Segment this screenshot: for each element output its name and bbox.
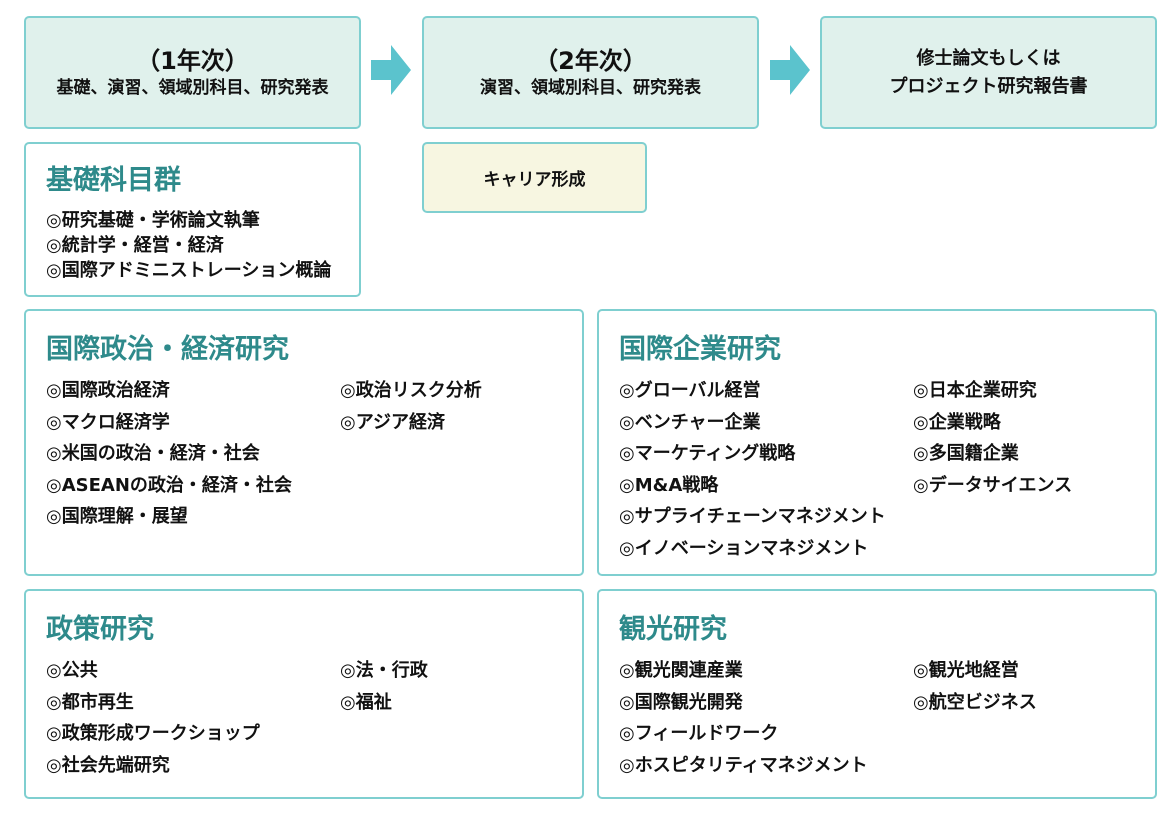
- list-item: ◎フィールドワーク: [619, 723, 779, 744]
- list-item: ◎都市再生: [46, 691, 134, 713]
- career-box: キャリア形成: [422, 142, 647, 213]
- section-col2: ◎観光地経営 ◎航空ビジネス: [913, 655, 1037, 781]
- stage-year2: （2年次） 演習、領域別科目、研究発表: [422, 16, 759, 129]
- section-col1: ◎グローバル経営 ◎ベンチャー企業 ◎マーケティング戦略 ◎M&A戦略 ◎サプラ…: [619, 375, 913, 564]
- section-col2: ◎法・行政 ◎福祉: [340, 655, 428, 781]
- list-item: ◎国際アドミニストレーション概論: [46, 260, 332, 281]
- list-item: ◎ASEANの政治・経済・社会: [46, 474, 292, 496]
- list-item: ◎サプライチェーンマネジメント: [619, 506, 886, 527]
- stage-year1-title: （1年次）: [136, 46, 249, 75]
- list-item: ◎公共: [46, 660, 98, 681]
- section-col1: ◎公共 ◎都市再生 ◎政策形成ワークショップ ◎社会先端研究: [46, 655, 340, 781]
- list-item: ◎福祉: [340, 691, 392, 713]
- list-item: ◎M&A戦略: [619, 474, 719, 496]
- list-item: ◎政治リスク分析: [340, 380, 482, 401]
- list-item: ◎ベンチャー企業: [619, 411, 761, 433]
- list-item: ◎多国籍企業: [913, 443, 1019, 464]
- list-item: ◎企業戦略: [913, 411, 1001, 433]
- list-item: ◎国際理解・展望: [46, 506, 188, 527]
- section-title: 国際政治・経済研究: [46, 334, 289, 365]
- list-item: ◎アジア経済: [340, 411, 445, 433]
- list-item: ◎観光関連産業: [619, 660, 743, 681]
- section-col1: ◎国際政治経済 ◎マクロ経済学 ◎米国の政治・経済・社会 ◎ASEANの政治・経…: [46, 375, 340, 533]
- foundation-list: ◎研究基礎・学術論文執筆 ◎統計学・経営・経済 ◎国際アドミニストレーション概論: [46, 208, 331, 283]
- stage-year1-subtitle: 基礎、演習、領域別科目、研究発表: [56, 77, 329, 98]
- list-item: ◎データサイエンス: [913, 474, 1073, 496]
- section-col2: ◎日本企業研究 ◎企業戦略 ◎多国籍企業 ◎データサイエンス: [913, 375, 1072, 564]
- section-international-business: 国際企業研究 ◎グローバル経営 ◎ベンチャー企業 ◎マーケティング戦略 ◎M&A…: [597, 309, 1157, 576]
- stage-year1: （1年次） 基礎、演習、領域別科目、研究発表: [24, 16, 361, 129]
- stage-year2-subtitle: 演習、領域別科目、研究発表: [480, 77, 701, 98]
- list-item: ◎統計学・経営・経済: [46, 235, 224, 256]
- career-label: キャリア形成: [483, 170, 586, 190]
- stage-final-title: 修士論文もしくは プロジェクト研究報告書: [889, 47, 1088, 97]
- list-item: ◎ホスピタリティマネジメント: [619, 754, 868, 776]
- section-title: 観光研究: [619, 614, 727, 645]
- list-item: ◎イノベーションマネジメント: [619, 537, 869, 559]
- list-item: ◎マーケティング戦略: [619, 443, 796, 464]
- foundation-title: 基礎科目群: [46, 165, 181, 196]
- section-title: 国際企業研究: [619, 334, 781, 365]
- stage-final: 修士論文もしくは プロジェクト研究報告書: [820, 16, 1157, 129]
- list-item: ◎国際観光開発: [619, 691, 743, 713]
- section-col2: ◎政治リスク分析 ◎アジア経済: [340, 375, 482, 533]
- list-item: ◎法・行政: [340, 660, 428, 681]
- section-col1: ◎観光関連産業 ◎国際観光開発 ◎フィールドワーク ◎ホスピタリティマネジメント: [619, 655, 913, 781]
- section-columns: ◎公共 ◎都市再生 ◎政策形成ワークショップ ◎社会先端研究 ◎法・行政 ◎福祉: [46, 655, 572, 781]
- section-columns: ◎国際政治経済 ◎マクロ経済学 ◎米国の政治・経済・社会 ◎ASEANの政治・経…: [46, 375, 572, 533]
- section-politics-economics: 国際政治・経済研究 ◎国際政治経済 ◎マクロ経済学 ◎米国の政治・経済・社会 ◎…: [24, 309, 584, 576]
- list-item: ◎国際政治経済: [46, 380, 170, 401]
- section-columns: ◎観光関連産業 ◎国際観光開発 ◎フィールドワーク ◎ホスピタリティマネジメント…: [619, 655, 1145, 781]
- list-item: ◎航空ビジネス: [913, 691, 1037, 713]
- list-item: ◎米国の政治・経済・社会: [46, 443, 260, 464]
- list-item: ◎グローバル経営: [619, 380, 761, 401]
- section-columns: ◎グローバル経営 ◎ベンチャー企業 ◎マーケティング戦略 ◎M&A戦略 ◎サプラ…: [619, 375, 1145, 564]
- list-item: ◎日本企業研究: [913, 380, 1037, 401]
- list-item: ◎社会先端研究: [46, 754, 170, 776]
- list-item: ◎マクロ経済学: [46, 411, 170, 433]
- section-policy: 政策研究 ◎公共 ◎都市再生 ◎政策形成ワークショップ ◎社会先端研究 ◎法・行…: [24, 589, 584, 799]
- stage-year2-title: （2年次）: [534, 46, 647, 75]
- list-item: ◎観光地経営: [913, 660, 1019, 681]
- list-item: ◎政策形成ワークショップ: [46, 723, 260, 744]
- foundation-box: 基礎科目群 ◎研究基礎・学術論文執筆 ◎統計学・経営・経済 ◎国際アドミニストレ…: [24, 142, 361, 297]
- section-tourism: 観光研究 ◎観光関連産業 ◎国際観光開発 ◎フィールドワーク ◎ホスピタリティマ…: [597, 589, 1157, 799]
- list-item: ◎研究基礎・学術論文執筆: [46, 210, 260, 231]
- right-arrow-icon: [770, 40, 810, 100]
- section-title: 政策研究: [46, 614, 154, 645]
- right-arrow-icon: [371, 40, 411, 100]
